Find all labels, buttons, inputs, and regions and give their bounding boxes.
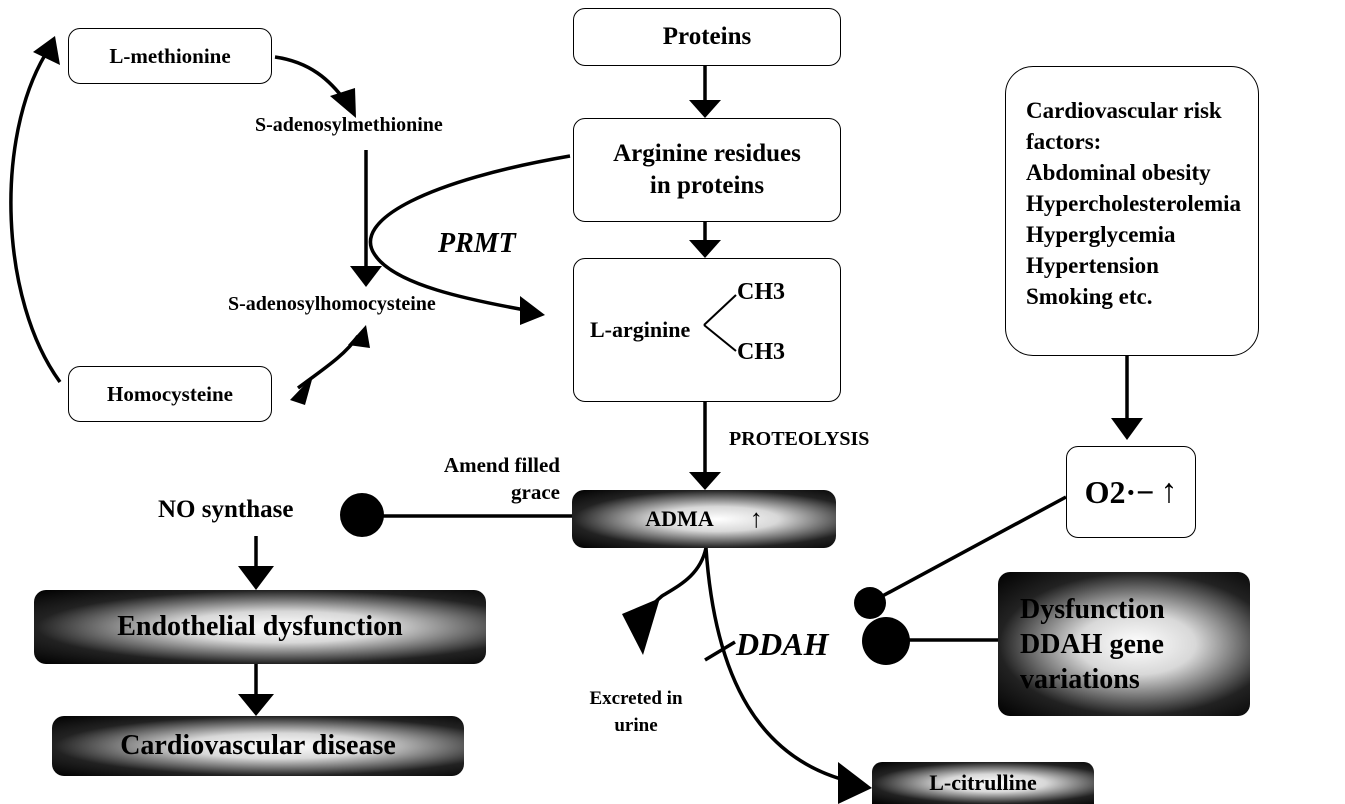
sah-label: S-adenosylhomocysteine xyxy=(228,293,436,315)
inhibit-o2-ddah xyxy=(874,495,1067,602)
risk-item: Hypertension xyxy=(1026,253,1159,279)
risk-factors-box: Cardiovascular risk factors: Abdominal o… xyxy=(1005,66,1259,356)
l-arginine-box: L-arginine CH3 CH3 xyxy=(573,258,841,402)
citrulline-label: L-citrulline xyxy=(929,770,1037,795)
adma-label: ADMA xyxy=(645,506,714,531)
no-synthase-label: NO synthase xyxy=(158,496,294,523)
risk-item: Abdominal obesity xyxy=(1026,160,1211,186)
methionine-label: L-methionine xyxy=(109,43,231,68)
prmt-label: PRMT xyxy=(438,228,516,259)
o2-box: O2·− ↑ xyxy=(1066,446,1196,538)
homocysteine-label: Homocysteine xyxy=(107,381,233,406)
arginine-residues-box: Arginine residues in proteins xyxy=(573,118,841,222)
homocysteine-box: Homocysteine xyxy=(68,366,272,422)
methionine-box: L-methionine xyxy=(68,28,272,84)
risk-title: Cardiovascular risk factors: xyxy=(1026,98,1222,155)
adma-box: ADMA ↑ xyxy=(572,490,836,548)
o2-label: O2·− xyxy=(1084,473,1155,510)
risk-item: Hypercholesterolemia xyxy=(1026,191,1242,217)
endothelial-label: Endothelial dysfunction xyxy=(117,611,403,642)
arrow-sah-homocysteine xyxy=(296,335,360,390)
up-arrow-icon: ↑ xyxy=(1160,473,1178,510)
inhibit-dot-dysfunction xyxy=(862,617,910,665)
citrulline-box: L-citrulline xyxy=(872,762,1094,804)
sam-label: S-adenosylmethionine xyxy=(255,114,443,136)
arrow-citrulline xyxy=(704,547,853,784)
arrowhead-homocysteine xyxy=(290,376,313,405)
arrow-prmt xyxy=(368,154,571,312)
proteins-box: Proteins xyxy=(573,8,841,66)
arrowhead-arginine-residues xyxy=(689,100,721,118)
proteolysis-label: PROTEOLYSIS xyxy=(729,428,870,450)
arrowhead-endo xyxy=(238,566,274,590)
ddah-label: DDAH xyxy=(736,626,829,662)
amend-label: Amend filled grace xyxy=(443,453,560,505)
arginine-residues-label: Arginine residues in proteins xyxy=(613,139,801,200)
l-arginine-label: L-arginine xyxy=(590,317,691,342)
cv-disease-box: Cardiovascular disease xyxy=(52,716,464,776)
arrowhead-sah-up xyxy=(348,325,370,348)
arrow-homocysteine-to-methionine xyxy=(9,54,62,384)
arrowhead-excreted xyxy=(622,598,660,655)
arrowhead-o2 xyxy=(1111,418,1143,440)
arrowhead-larginine xyxy=(689,240,721,258)
cv-disease-label: Cardiovascular disease xyxy=(120,730,396,761)
dysfunction-label: Dysfunction DDAH gene variations xyxy=(1020,593,1165,695)
endothelial-box: Endothelial dysfunction xyxy=(34,590,486,664)
inhibit-dot-o2 xyxy=(854,587,886,619)
excreted-label: Excreted in urine xyxy=(589,688,683,736)
risk-item: Hyperglycemia xyxy=(1026,222,1176,248)
risk-item: Smoking etc. xyxy=(1026,284,1153,310)
proteins-label: Proteins xyxy=(662,23,752,50)
arrowhead-prmt xyxy=(520,296,545,325)
ddah-bar xyxy=(704,640,736,662)
ch3-bottom-label: CH3 xyxy=(737,339,785,365)
arrowhead-sam xyxy=(330,88,356,118)
arrowhead-citrulline xyxy=(838,762,872,804)
arrowhead-cvd xyxy=(238,694,274,716)
arrowhead-sah xyxy=(350,266,382,287)
methyl-bonds xyxy=(703,294,737,352)
ch3-top-label: CH3 xyxy=(737,279,785,305)
up-arrow-icon: ↑ xyxy=(749,504,763,533)
arrowhead-methionine xyxy=(33,36,60,65)
dysfunction-box: Dysfunction DDAH gene variations xyxy=(998,572,1250,716)
arrowhead-adma xyxy=(689,472,721,490)
inhibit-dot-nos xyxy=(340,493,384,537)
